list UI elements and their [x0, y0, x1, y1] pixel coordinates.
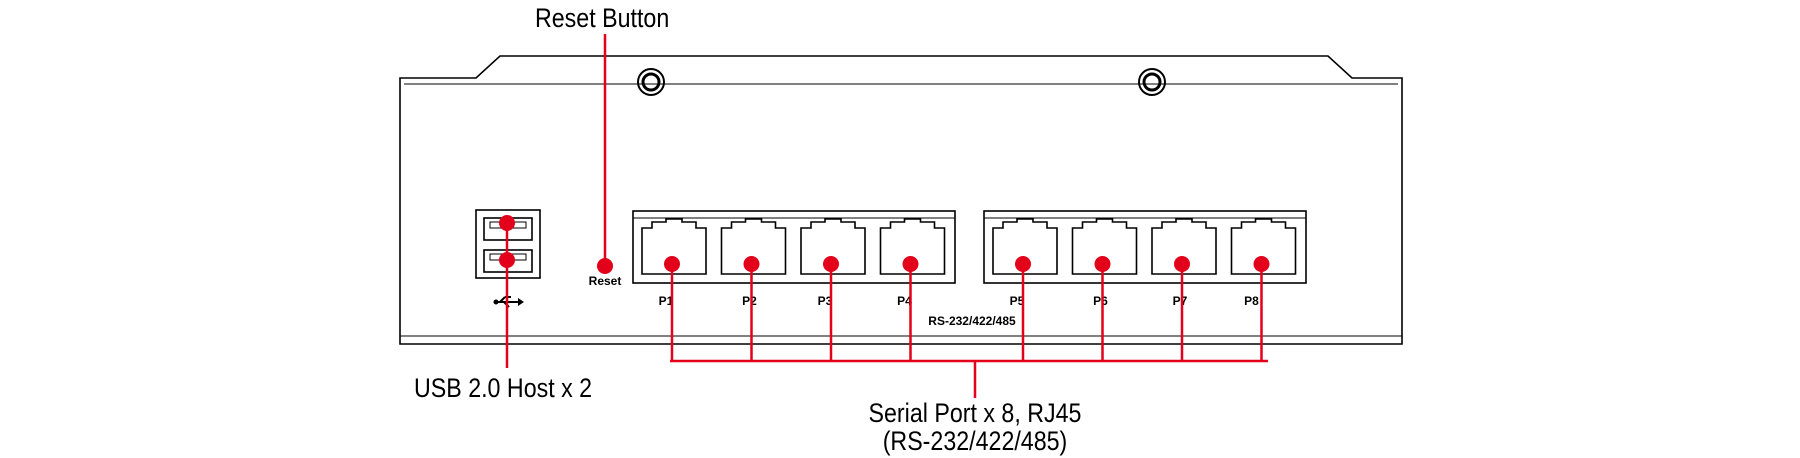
usb-dot-upper	[499, 215, 515, 231]
port-dots	[664, 256, 1270, 272]
rj45-jack	[720, 218, 787, 275]
port-labels: P1 P2 P3 P4 P5 P6 P7 P8	[659, 294, 1260, 308]
rj45-jack	[879, 218, 946, 275]
port-label-5: P5	[1010, 294, 1025, 308]
port-label-8: P8	[1244, 294, 1259, 308]
reset-button-callout: Reset Button	[535, 3, 670, 33]
screw-icon	[1138, 68, 1166, 96]
usb-host-callout: USB 2.0 Host x 2	[414, 373, 593, 403]
port-dot-1	[664, 256, 680, 272]
port-label-3: P3	[818, 294, 833, 308]
port-dot-6	[1094, 256, 1111, 272]
rj45-jack	[1230, 218, 1297, 275]
port-label-1: P1	[659, 294, 674, 308]
reset-label: Reset	[589, 274, 622, 288]
chassis	[399, 55, 1403, 345]
serial-port-callout-line1: Serial Port x 8, RJ45	[868, 398, 1082, 428]
port-callout-drops	[670, 264, 1263, 361]
port-dot-7	[1174, 256, 1190, 272]
rj45-jack	[1151, 218, 1217, 275]
rs-group-label: RS-232/422/485	[928, 314, 1016, 328]
port-dot-8	[1253, 256, 1270, 272]
serial-port-callout-line2: (RS-232/422/485)	[882, 426, 1068, 456]
rj45-jack	[992, 218, 1058, 275]
port-label-7: P7	[1173, 294, 1188, 308]
port-dot-4	[902, 256, 919, 272]
port-dot-5	[1015, 256, 1031, 272]
rj45-port-block	[632, 210, 956, 284]
rj45-jack	[800, 218, 866, 275]
reset-button-dot	[597, 258, 613, 274]
usb-dot-lower	[499, 252, 515, 268]
rj45-jack	[1071, 218, 1138, 275]
port-label-6: P6	[1093, 294, 1108, 308]
port-label-2: P2	[742, 294, 757, 308]
port-label-4: P4	[897, 294, 912, 308]
screw-icon	[637, 68, 665, 96]
port-dot-3	[823, 256, 839, 272]
rj45-port-block	[983, 210, 1307, 284]
usb-icon	[493, 296, 524, 308]
rj45-jack	[641, 218, 707, 275]
port-dot-2	[743, 256, 760, 272]
callout-dots	[499, 215, 613, 274]
callout-lines	[505, 34, 1268, 398]
serial-port-groups	[632, 210, 1307, 284]
